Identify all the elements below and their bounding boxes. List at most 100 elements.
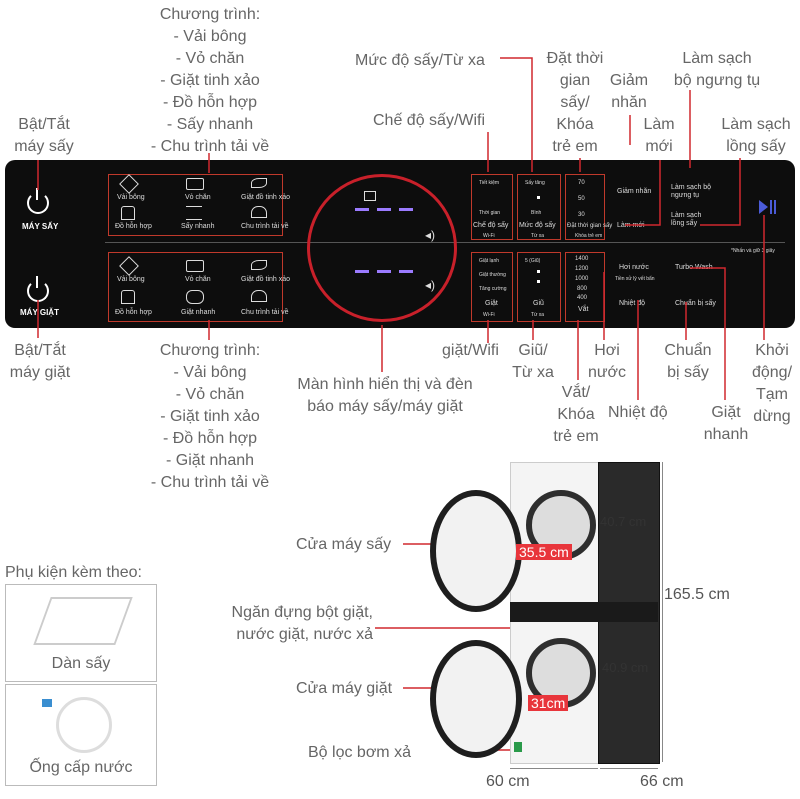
energy-label (514, 742, 522, 752)
wifi-screen-icon (364, 191, 376, 201)
download-wash-icon (251, 290, 267, 302)
dryer-prog-mixed[interactable]: Đồ hỗn hợp (115, 223, 152, 230)
dry-mode-wifi: Wi-Fi (483, 233, 495, 239)
steam-button[interactable]: Hơi nước (619, 264, 649, 271)
shirt-icon (186, 290, 204, 304)
leaf-icon (251, 178, 267, 188)
label-temperature: Nhiệt độ (608, 404, 668, 421)
dim-washer-height: 40.9 cm (602, 660, 649, 675)
washer-prog-quick[interactable]: Giặt nhanh (181, 309, 216, 316)
hold-note: *Nhấn và giữ 3 giây (731, 248, 775, 254)
label-detergent: Ngăn đựng bột giặt,nước giặt, nước xả (231, 604, 373, 643)
display-ring (307, 174, 457, 322)
depth-guide (600, 768, 658, 769)
prep-dry-button[interactable]: Chuẩn bị sấy (675, 300, 716, 307)
control-strip (510, 602, 658, 622)
dim-total-height: 165.5 cm (664, 586, 730, 603)
hose-connector-icon (42, 699, 52, 707)
spin-button[interactable]: Vắt (578, 306, 589, 313)
washer-prog-cotton[interactable]: Vải bông (117, 276, 145, 283)
dryer-prog-duvet[interactable]: Vỏ chăn (185, 194, 211, 201)
duvet-icon (186, 178, 204, 190)
rack-icon (33, 597, 133, 645)
hose-icon (56, 697, 112, 753)
spin-800: 800 (577, 286, 588, 292)
dryer-prog-quick[interactable]: Sấy nhanh (181, 223, 215, 230)
wash-cold: Giặt lạnh (479, 258, 500, 264)
washer-prog-delicate[interactable]: Giặt đồ tinh xảo (241, 276, 291, 283)
washer-prog-download[interactable]: Chu trình tải về (241, 309, 289, 316)
play-icon[interactable] (759, 200, 768, 214)
clean-drum-button[interactable]: Làm sạch lồng sấy (671, 212, 702, 227)
dry-time-box (565, 174, 605, 240)
wash-normal: Giặt thường (479, 272, 506, 278)
rinse-5: 5 (Giũ) (525, 258, 541, 264)
dryer-prog-download[interactable]: Chu trình tải về (241, 223, 289, 230)
accessory-water-hose-label: Ống cấp nước (29, 759, 133, 776)
wash-box (471, 252, 513, 322)
dryer-power-text: MÁY SẤY (22, 222, 59, 231)
dry-level-remote: Từ xa (531, 233, 545, 239)
speaker-icon-2: ◂) (425, 278, 436, 292)
pause-bar-2 (774, 200, 776, 214)
duvet-wash-icon (186, 260, 204, 272)
dry-time-50: 50 (578, 196, 585, 202)
washer-led-row (355, 270, 415, 274)
temperature-button[interactable]: Nhiệt độ (619, 300, 646, 307)
dry-time-lock: Khóa trẻ em (575, 233, 603, 239)
accessory-water-hose: Ống cấp nước (5, 684, 157, 786)
dim-dryer-height: 40.7 cm (600, 514, 647, 529)
reduce-wrinkle-button[interactable]: Giảm nhăn (617, 188, 652, 195)
dryer-power-icon[interactable] (27, 192, 49, 214)
prewash-text: Tiền xử lý vết bẩn (615, 276, 655, 282)
washer-prog-mixed[interactable]: Đồ hỗn hợp (115, 309, 152, 316)
dim-dryer-door: 35.5 cm (516, 544, 572, 560)
wash-wifi: Wi-Fi (483, 312, 495, 318)
washer-prog-duvet[interactable]: Vỏ chăn (185, 276, 211, 283)
quick-dry-icon (186, 206, 202, 220)
rinse-button[interactable]: Giũ (533, 300, 544, 307)
dry-time-button[interactable]: Đặt thời gian sấy (567, 223, 613, 229)
dryer-power-icon-bar (36, 188, 38, 200)
washer-power-text: MÁY GIẶT (20, 308, 59, 317)
dryer-led-row (355, 208, 415, 212)
dim-depth: 66 cm (640, 773, 684, 790)
label-washer-door: Cửa máy giặt (296, 680, 393, 697)
label-filter: Bộ lọc bơm xả (308, 744, 411, 761)
width-guide (510, 768, 598, 769)
dry-level-dot (537, 196, 540, 199)
rinse-remote: Từ xa (531, 312, 545, 318)
wash-button[interactable]: Giặt (485, 300, 498, 307)
label-dry-mode: Chế độ sấy/Wifi (373, 112, 486, 129)
dry-mode-button[interactable]: Chế độ sấy (473, 222, 509, 229)
accessory-dry-rack-label: Dàn sấy (51, 655, 111, 672)
dryer-prog-delicate[interactable]: Giặt đồ tinh xảo (241, 194, 291, 201)
rinse-dot-1 (537, 270, 540, 273)
dry-level-extra: Sấy tăng (525, 180, 545, 186)
washer-door (430, 640, 522, 758)
label-dry-level: Mức độ sấy/Từ xa (355, 52, 485, 69)
control-panel: MÁY SẤY MÁY GIẶT Vải bông Vỏ chăn Giặt đ… (5, 160, 795, 328)
dry-mode-eco: Tiết kiệm (479, 180, 500, 186)
clean-condenser-button[interactable]: Làm sạch bộ ngưng tụ (671, 184, 712, 199)
mixed-wash-icon (121, 290, 135, 304)
dryer-door (430, 490, 522, 612)
dry-level-button[interactable]: Mức độ sấy (519, 222, 556, 229)
download-icon (251, 206, 267, 218)
dry-level-normal: Bình (531, 210, 542, 216)
dryer-prog-cotton[interactable]: Vải bông (117, 194, 145, 201)
dryer-program-box (108, 174, 283, 236)
dry-time-30: 30 (578, 212, 585, 218)
